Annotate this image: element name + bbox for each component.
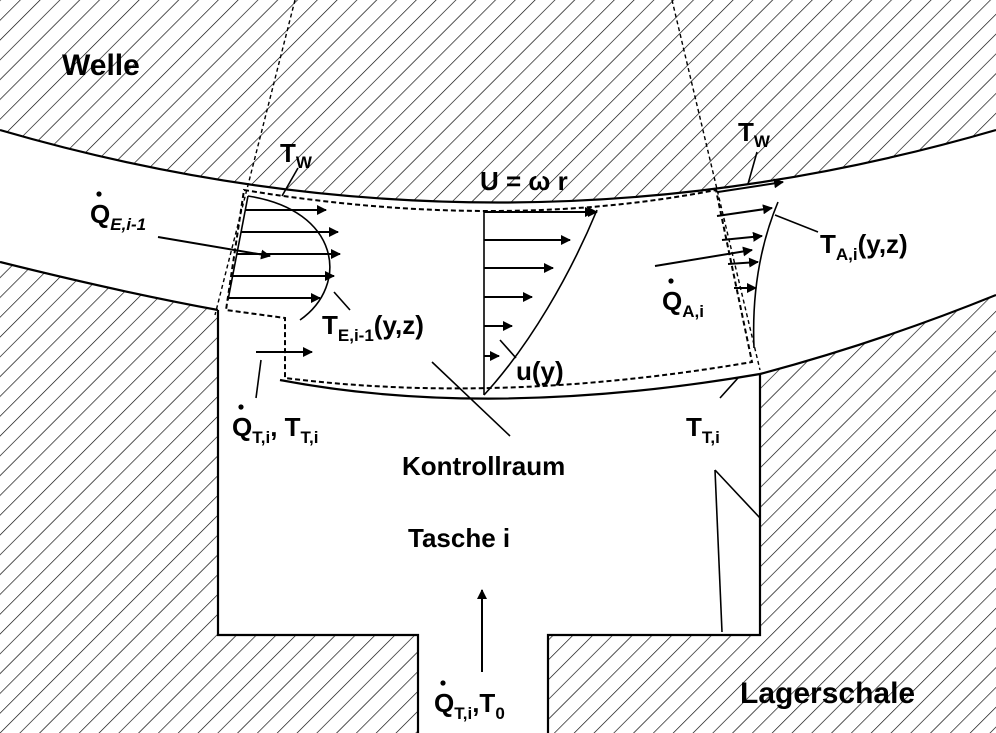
bearing-shell-surface-right: [759, 293, 996, 376]
svg-text:QT,i, TT,i: QT,i, TT,i: [232, 412, 318, 447]
couette-profile-arrows: [484, 207, 595, 361]
pocket-wall-temperature-label: TT,i: [686, 412, 720, 447]
inlet-heat-flow-label: QE,i-1: [90, 191, 146, 234]
bearing-shell-region: [0, 262, 418, 733]
svg-text:QT,i,T0: QT,i,T0: [434, 688, 505, 723]
supply-flow-label: QT,i,T0: [434, 680, 505, 723]
surface-speed-label: U = ω r: [480, 166, 568, 196]
control-volume-label: Kontrollraum: [402, 451, 565, 481]
inlet-profile-curve: [247, 195, 331, 321]
inlet-temperature-field-label: TE,i-1(y,z): [322, 310, 424, 345]
shaft-label: Welle: [62, 49, 140, 82]
shaft-region: [0, 0, 996, 203]
svg-text:QE,i-1: QE,i-1: [90, 199, 146, 234]
inlet-profile-base: [227, 195, 249, 301]
sector-line-left: [214, 0, 296, 316]
inlet-profile-arrows: [229, 205, 341, 303]
control-volume-boundary: [224, 188, 754, 390]
pocket-outline: [216, 310, 762, 733]
outlet-profile-arrows: [716, 204, 773, 293]
bearing-shell-surface: [0, 260, 219, 312]
pocket-ceiling: [279, 372, 761, 400]
bearing-shell-label: Lagerschale: [740, 677, 915, 710]
couette-profile-curve: [483, 209, 598, 396]
svg-text:QA,i: QA,i: [662, 286, 704, 321]
outlet-temperature-field-label: TA,i(y,z): [820, 229, 908, 264]
outlet-heat-flow-arrow: [654, 246, 753, 267]
velocity-profile-label: u(y): [516, 356, 564, 386]
pocket-label: Tasche i: [408, 523, 510, 553]
pocket-heat-flow-label: QT,i, TT,i: [232, 404, 318, 447]
leader-lines: [255, 151, 819, 633]
outlet-profile-curve: [752, 201, 779, 349]
outlet-top-arrow: [717, 178, 784, 193]
sector-line-right: [671, 0, 761, 371]
shaft-surface: [0, 128, 996, 204]
wall-temperature-left-label: TW: [280, 138, 313, 172]
bearing-shell-region-right: [548, 295, 996, 733]
wall-temperature-right-label: TW: [738, 117, 771, 151]
outlet-heat-flow-label: QA,i: [662, 278, 704, 321]
inlet-heat-flow-arrow: [157, 236, 271, 260]
